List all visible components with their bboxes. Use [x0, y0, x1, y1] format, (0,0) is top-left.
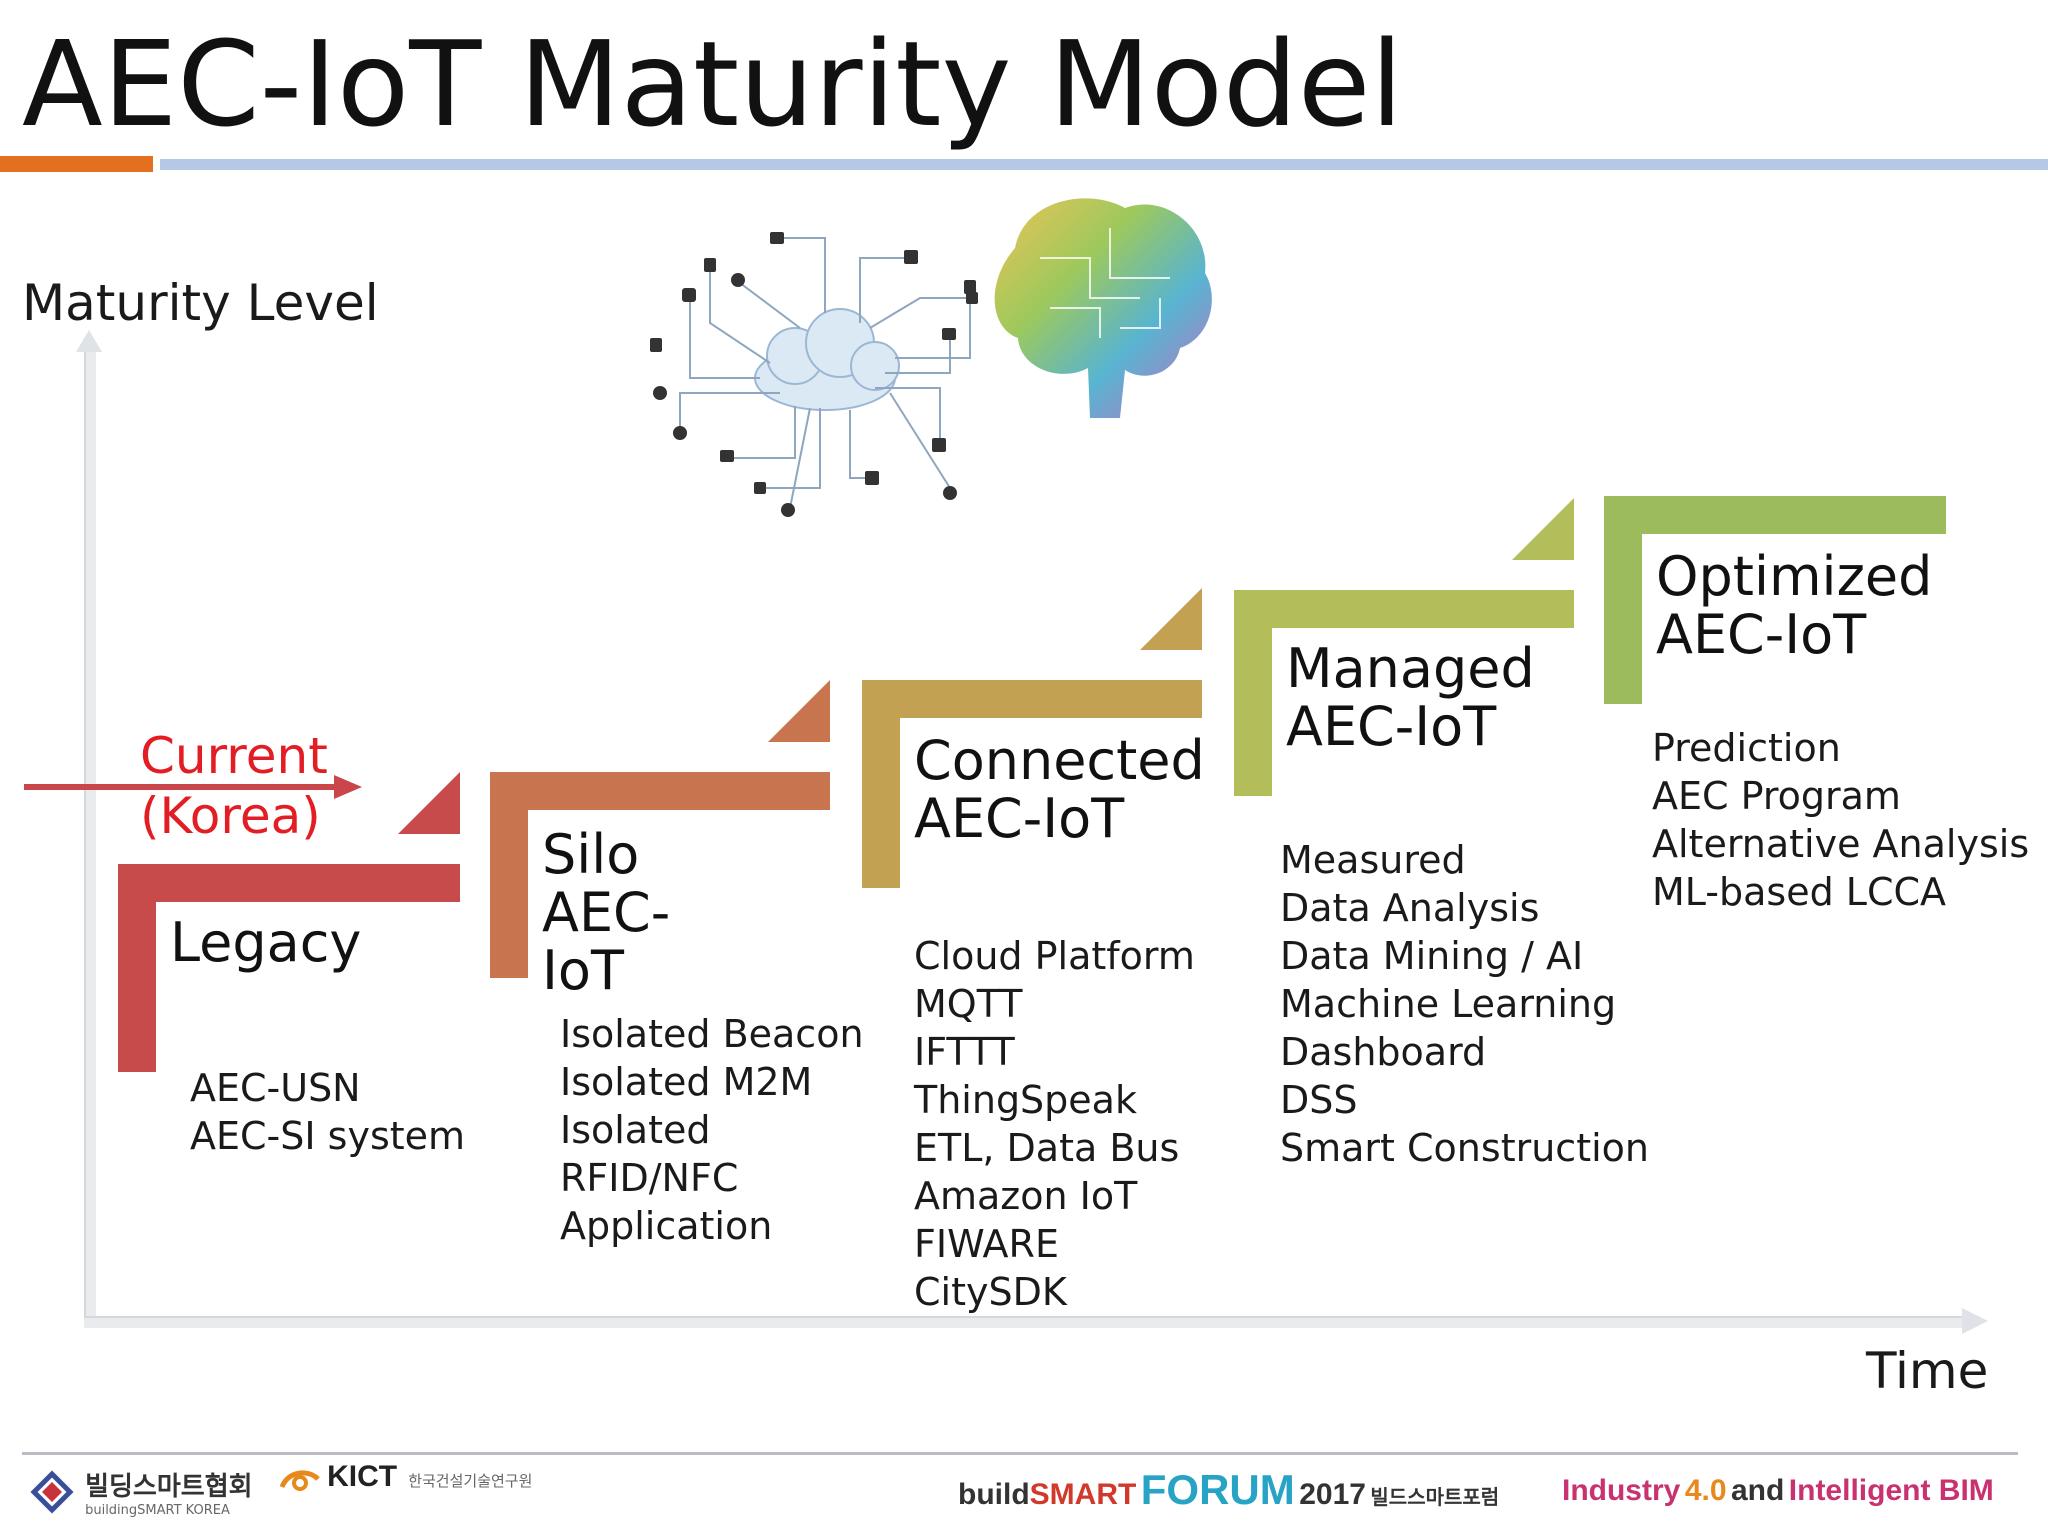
stage-managed-title: Managed AEC-IoT: [1286, 637, 1535, 758]
page-title: AEC-IoT Maturity Model: [22, 15, 1404, 153]
y-axis-label: Maturity Level: [22, 274, 379, 332]
current-label-line2: (Korea): [140, 787, 321, 845]
footer-forum-smart: SMART: [1029, 1478, 1137, 1511]
stage-managed-bracket-side: [1234, 590, 1272, 796]
footer-org-english: buildingSMART KOREA: [85, 1503, 230, 1518]
buildingsmart-korea-logo: 빌딩스마트협회 buildingSMART KOREA: [30, 1466, 253, 1518]
x-axis-line: [84, 1316, 1964, 1328]
stage-silo-step-triangle: [768, 680, 830, 742]
stage-silo-items: Isolated Beacon Isolated M2M Isolated RF…: [560, 1010, 864, 1250]
stage-item: CitySDK: [914, 1270, 1067, 1314]
stage-optimized-bracket-side: [1604, 496, 1642, 704]
stage-legacy-items: AEC-USN AEC-SI system: [190, 1064, 465, 1160]
current-arrow-head: [334, 775, 362, 799]
footer-industry-a: Industry: [1562, 1474, 1681, 1507]
stage-connected-title: Connected AEC-IoT: [914, 729, 1205, 850]
brain-icon: [994, 198, 1212, 418]
stage-silo-bracket-side: [490, 772, 528, 978]
footer-industry-d: Intelligent BIM: [1788, 1474, 1994, 1507]
footer-industry-c: and: [1730, 1474, 1785, 1507]
footer-kict-korean: 한국건설기술연구원: [408, 1472, 533, 1490]
stage-optimized-items: Prediction AEC Program Alternative Analy…: [1652, 724, 2029, 916]
footer-kict: KICT: [327, 1460, 398, 1493]
stage-item: Application: [560, 1204, 773, 1248]
stage-item: Smart Construction: [1280, 1126, 1649, 1170]
stage-item: Machine Learning: [1280, 982, 1617, 1026]
iot-brain-illustration: [650, 198, 1212, 517]
current-arrow-line: [24, 784, 336, 790]
footer-forum-year: 2017: [1299, 1478, 1366, 1511]
buildsmart-forum-banner: buildSMART FORUM 2017 빌드스마트포럼: [958, 1466, 1499, 1514]
stage-item: MQTT: [914, 982, 1023, 1026]
title-rule-accent: [0, 156, 153, 172]
stage-item: IFTTT: [914, 1030, 1015, 1074]
buildingsmart-logo-icon: [30, 1470, 74, 1514]
stage-item: Isolated Beacon: [560, 1012, 864, 1056]
footer-forum-word: FORUM: [1140, 1466, 1295, 1513]
stage-optimized-title: Optimized AEC-IoT: [1656, 545, 1933, 666]
footer-forum-korean: 빌드스마트포럼: [1370, 1485, 1500, 1509]
stage-managed-items: Measured Data Analysis Data Mining / AI …: [1280, 836, 1649, 1172]
y-axis-line: [84, 345, 96, 1325]
kict-logo: KICT 한국건설기술연구원: [278, 1460, 532, 1497]
stage-managed-step-triangle: [1512, 498, 1574, 560]
stage-connected-step-triangle: [1140, 588, 1202, 650]
stage-item: AEC-USN: [190, 1066, 361, 1110]
stage-connected-bracket-top: [862, 680, 1202, 718]
stage-item: DSS: [1280, 1078, 1358, 1122]
stage-managed-bracket-top: [1234, 590, 1574, 628]
industry-banner: Industry 4.0 and Intelligent BIM: [1562, 1474, 1994, 1508]
footer-rule: [22, 1452, 2018, 1455]
title-rule: [160, 159, 2048, 170]
stage-connected-bracket-side: [862, 680, 900, 888]
current-label-line1: Current: [140, 727, 328, 785]
footer-industry-b: 4.0: [1684, 1474, 1727, 1507]
network-lines: [679, 237, 971, 509]
stage-item: FIWARE: [914, 1222, 1059, 1266]
stage-item: Data Mining / AI: [1280, 934, 1584, 978]
x-axis-label: Time: [1866, 1342, 1989, 1400]
stage-legacy-title: Legacy: [170, 911, 362, 974]
stage-item: AEC-SI system: [190, 1114, 466, 1158]
x-axis-arrowhead: [1962, 1308, 1988, 1334]
stage-optimized-bracket-top: [1604, 496, 1946, 534]
stage-item: ML-based LCCA: [1652, 870, 1947, 914]
kict-logo-icon: [279, 1469, 320, 1491]
stage-silo-title: Silo AEC- IoT: [542, 823, 671, 1002]
stage-item: Prediction: [1652, 726, 1841, 770]
stage-item: Measured: [1280, 838, 1466, 882]
stage-item: Cloud Platform: [914, 934, 1195, 978]
y-axis-arrowhead: [76, 330, 102, 352]
stage-legacy-step-triangle: [398, 772, 460, 834]
stage-item: Data Analysis: [1280, 886, 1540, 930]
stage-legacy-bracket-top: [118, 864, 460, 902]
stage-item: Isolated M2M: [560, 1060, 813, 1104]
stage-item: AEC Program: [1652, 774, 1901, 818]
stage-item: Dashboard: [1280, 1030, 1487, 1074]
footer-forum-build: build: [958, 1478, 1030, 1511]
stage-connected-items: Cloud Platform MQTT IFTTT ThingSpeak ETL…: [914, 932, 1195, 1316]
stage-item: ETL, Data Bus: [914, 1126, 1180, 1170]
stage-item: Amazon IoT: [914, 1174, 1138, 1218]
stage-item: Isolated: [560, 1108, 711, 1152]
device-icons: [650, 232, 978, 517]
stage-item: RFID/NFC: [560, 1156, 739, 1200]
current-label: Current (Korea): [140, 726, 328, 846]
stage-legacy-bracket-side: [118, 864, 156, 1072]
stage-item: ThingSpeak: [914, 1078, 1137, 1122]
stage-item: Alternative Analysis: [1652, 822, 2030, 866]
footer-org-korean: 빌딩스마트협회: [85, 1472, 253, 1502]
stage-silo-bracket-top: [490, 772, 830, 810]
